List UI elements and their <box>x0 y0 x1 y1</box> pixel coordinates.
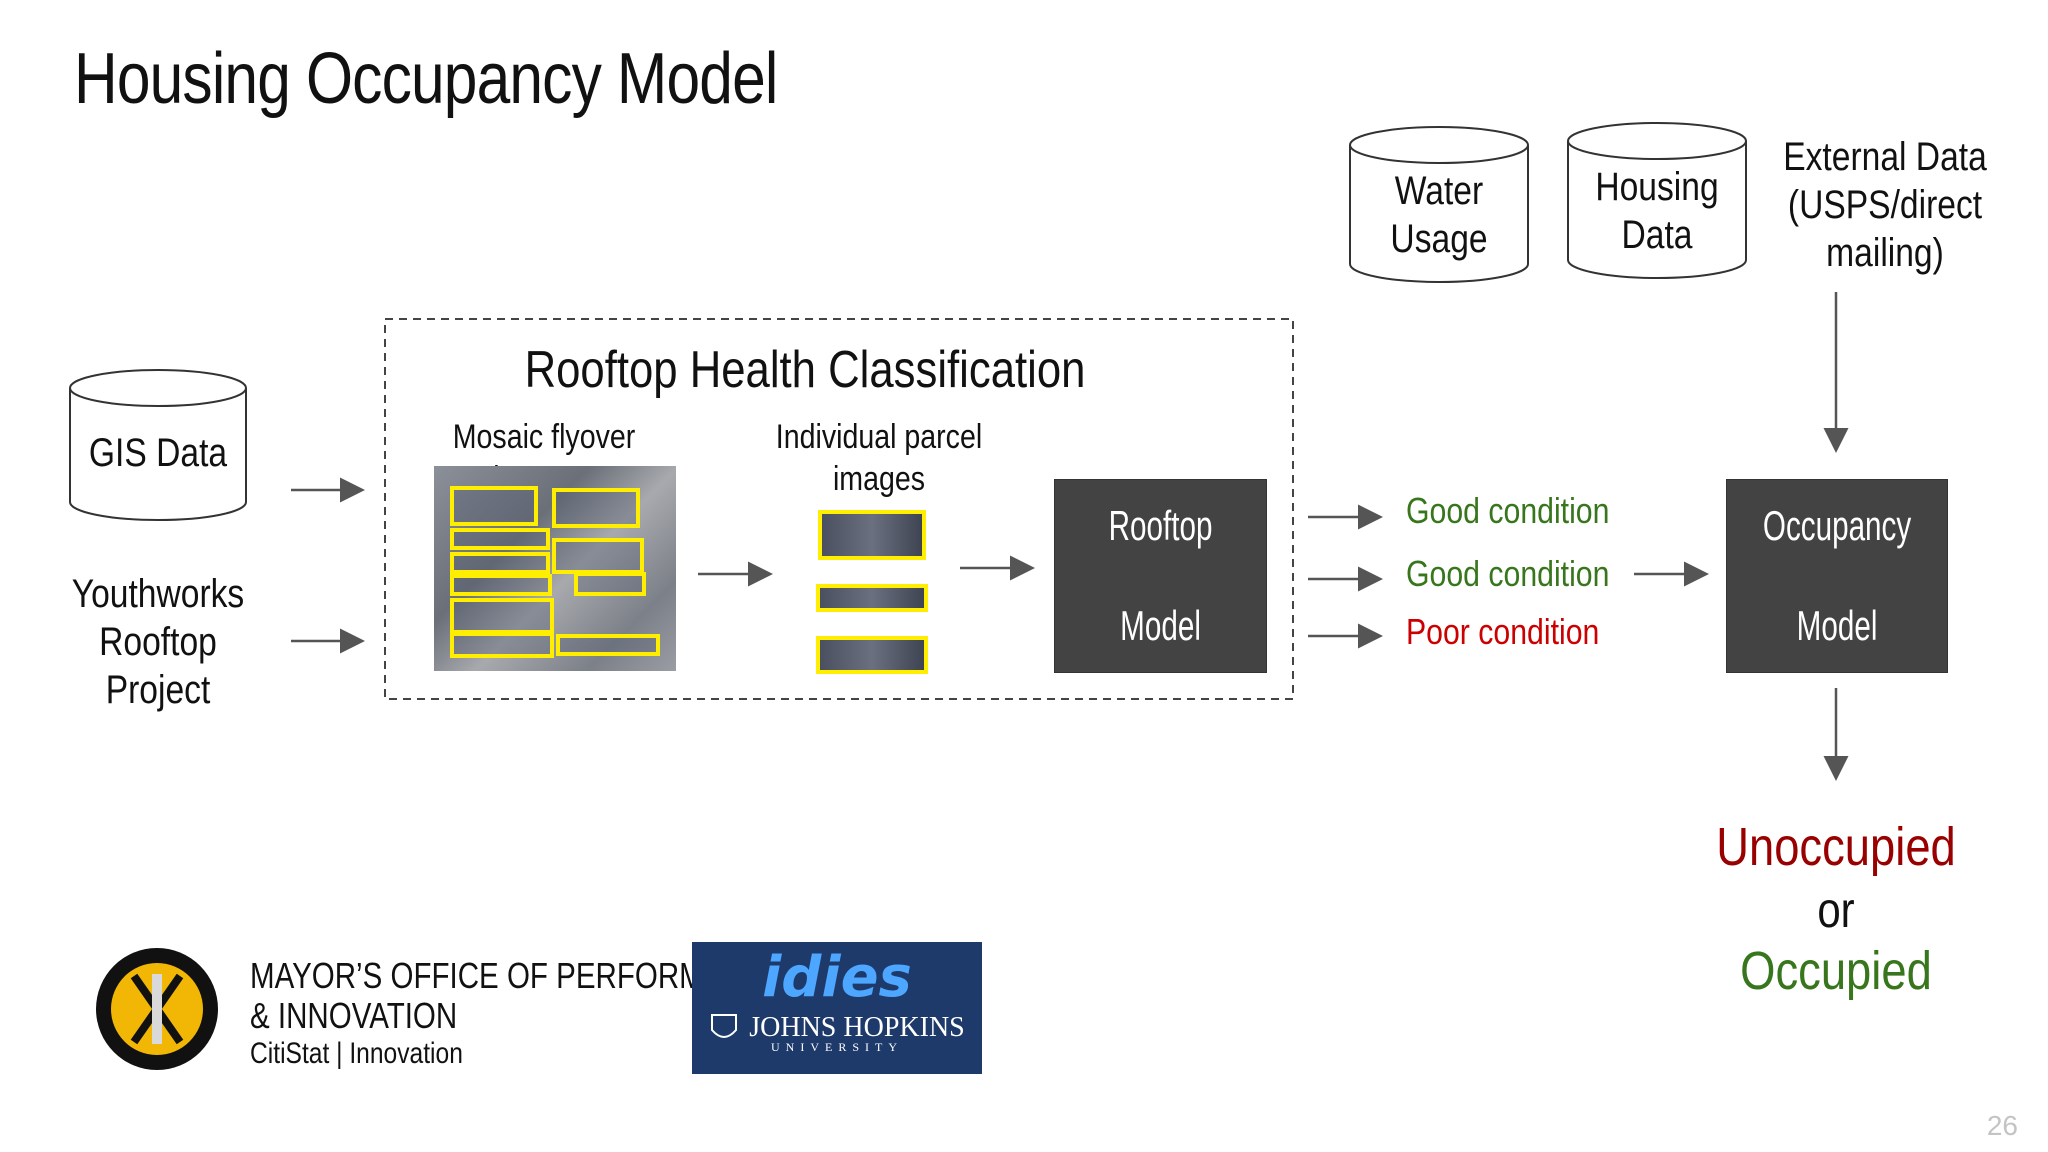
page-number: 26 <box>1986 1110 2018 1141</box>
idies-wordmark: idies <box>762 945 912 1010</box>
condition-label-good: Good condition <box>1406 553 1610 594</box>
gis-database-icon <box>69 369 247 521</box>
condition-label-poor: Poor condition <box>1406 611 1600 652</box>
classification-heading: Rooftop Health Classification <box>524 341 1086 399</box>
page-title: Housing Occupancy Model <box>74 39 778 119</box>
gis-data-label: GIS Data <box>88 431 228 475</box>
condition-label-good: Good condition <box>1406 490 1610 531</box>
jhu-shield-icon <box>711 1014 738 1038</box>
outcome-occupied: Occupied <box>1740 941 1932 1001</box>
outcome-unoccupied: Unoccupied <box>1716 817 1956 877</box>
classification-boundary <box>384 318 1294 700</box>
jhu-wordmark: JOHNS HOPKINS <box>749 1012 965 1043</box>
office-subline: CitiStat | Innovation <box>250 1037 463 1070</box>
office-name-line2: & INNOVATION <box>250 995 458 1036</box>
city-seal-icon <box>96 948 218 1070</box>
housing-database-icon <box>1567 122 1747 279</box>
parcel-image <box>816 584 928 612</box>
jhu-subtitle: UNIVERSITY <box>771 1040 903 1054</box>
idies-jhu-logo: idies JOHNS HOPKINS UNIVERSITY <box>692 942 982 1074</box>
water-database-icon <box>1349 126 1529 283</box>
outcome-or: or <box>1817 882 1855 938</box>
parcel-label: Individual parcel images <box>775 418 983 498</box>
parcel-image <box>816 636 928 674</box>
youthworks-label: Youthworks Rooftop Project <box>71 572 245 712</box>
parcel-image <box>818 510 926 560</box>
mosaic-imagery <box>434 466 676 671</box>
external-data-label: External Data (USPS/direct mailing) <box>1783 135 1987 275</box>
